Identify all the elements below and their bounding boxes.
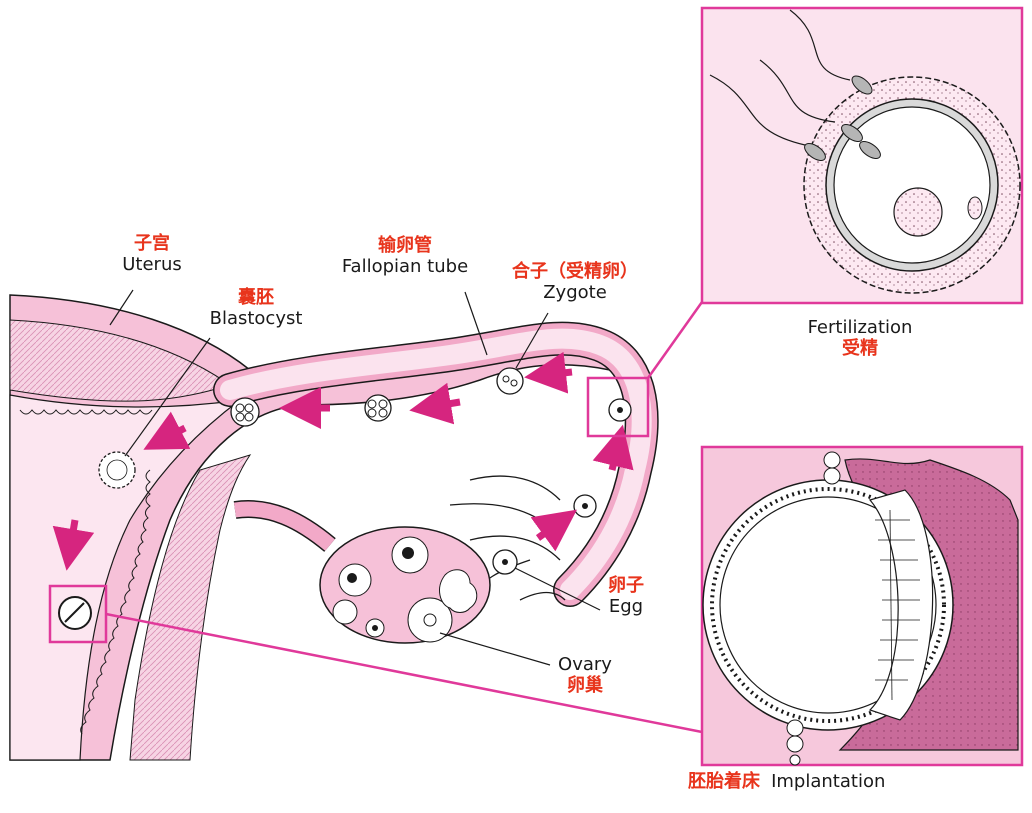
fertilization-label: Fertilization 受精 [790, 317, 930, 359]
blastocyst-label-en: Blastocyst [209, 307, 303, 329]
uterus-label-zh: 子宫 [134, 233, 170, 254]
fallopian-label-zh: 输卵管 [378, 235, 432, 256]
implantation-inset [700, 445, 1024, 767]
uterus-label: 子宫 Uterus [112, 233, 192, 275]
leader-lines [109, 289, 601, 666]
zygote-label-zh: 合子（受精卵） [512, 261, 638, 282]
implantation-label-en: Implantation [771, 771, 886, 792]
morula-cell [230, 397, 260, 427]
zygote-label-en: Zygote [543, 281, 607, 303]
egg-label-en: Egg [608, 595, 644, 617]
fertilization-inset [700, 6, 1024, 305]
egg-label: 卵子 Egg [596, 575, 656, 617]
nucleus [893, 187, 943, 237]
egg-label-zh: 卵子 [608, 575, 644, 596]
blastocyst-label: 囊胚 Blastocyst [196, 287, 316, 329]
ovary-label-zh: 卵巢 [567, 674, 603, 696]
blastocyst-cell [98, 451, 136, 489]
fertilization-label-en: Fertilization [807, 317, 913, 338]
ovary [319, 526, 491, 644]
uterus-label-en: Uterus [122, 253, 182, 275]
fallopian-tube [213, 321, 659, 607]
zygote-cell [496, 367, 524, 395]
ovary-label-en: Ovary [558, 654, 612, 675]
fertilization-callout-box [586, 376, 650, 438]
callouts [48, 301, 704, 734]
uterus [9, 294, 612, 761]
fallopian-label: 输卵管 Fallopian tube [325, 235, 485, 277]
fallopian-label-en: Fallopian tube [341, 255, 469, 277]
cells [58, 367, 632, 630]
ovary-label: Ovary 卵巢 [545, 654, 625, 696]
two-cell-stage [364, 394, 392, 422]
implantation-label-zh: 胚胎着床 [688, 771, 760, 792]
zygote-label: 合子（受精卵） Zygote [490, 261, 660, 303]
migration-arrows [52, 351, 634, 571]
fertilization-label-zh: 受精 [842, 337, 878, 359]
blastocyst-label-zh: 囊胚 [238, 287, 274, 308]
implantation-label: 胚胎着床 Implantation [688, 771, 948, 793]
